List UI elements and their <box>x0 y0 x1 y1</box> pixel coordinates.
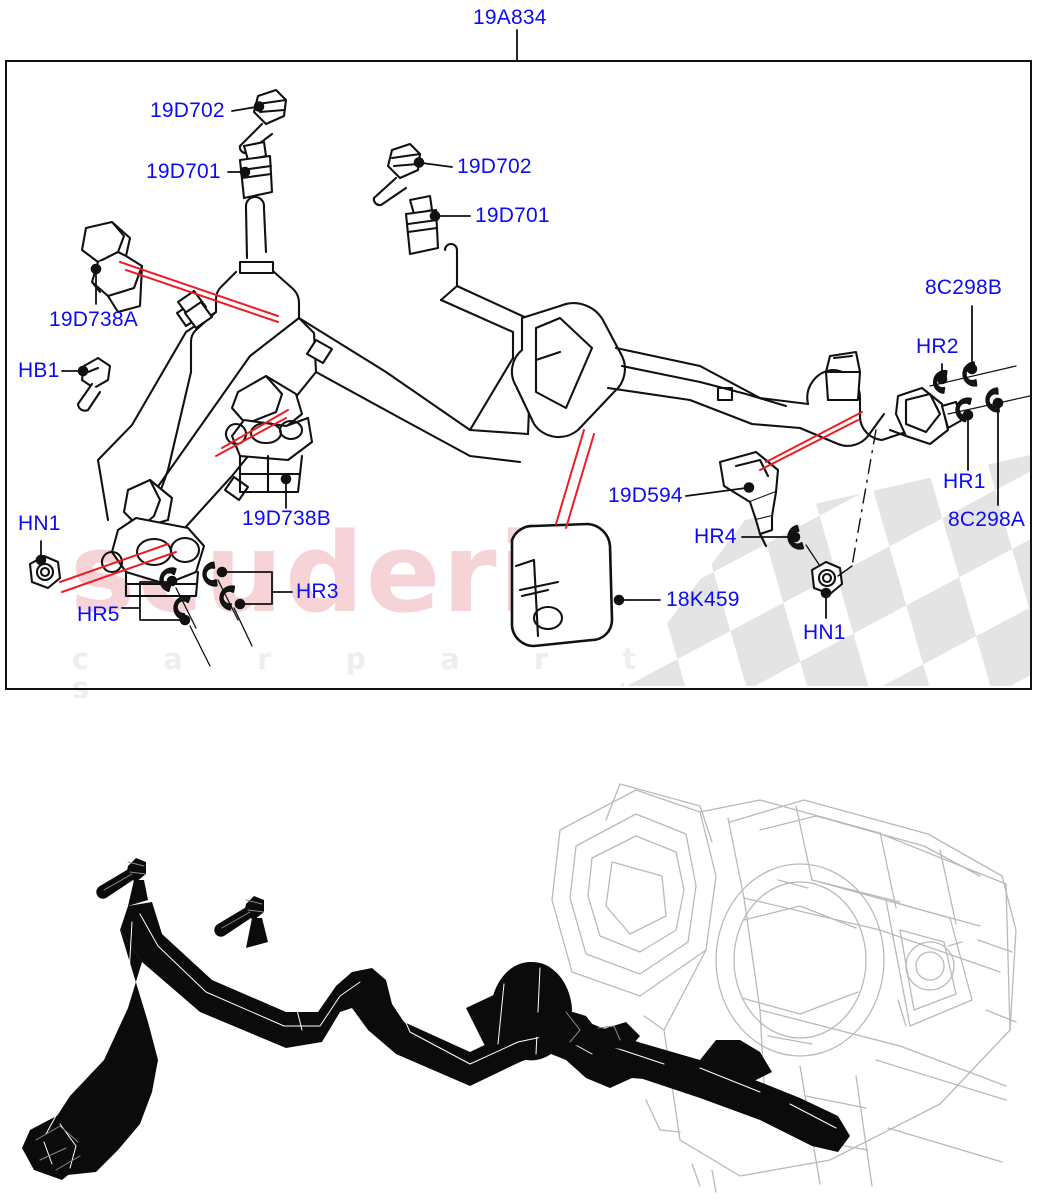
callout-hb1: HB1 <box>18 359 60 382</box>
clip-19d738a-installed <box>176 289 214 330</box>
pipe-upper-run <box>96 270 301 526</box>
pipe-right-run <box>606 346 810 430</box>
callout-19d702-right: 19D702 <box>457 155 532 178</box>
hvac-case-outline <box>551 783 1017 1193</box>
callout-18k459: 18K459 <box>666 588 740 611</box>
callout-hr4: HR4 <box>694 525 737 548</box>
callout-19d738a: 19D738A <box>49 308 138 331</box>
nut-hn1-right-part <box>810 560 844 596</box>
leader-hn1-right-short <box>837 565 853 577</box>
leader-lines <box>35 29 1004 667</box>
callout-19d702-left: 19D702 <box>150 99 225 122</box>
callout-19d594: 19D594 <box>608 484 683 507</box>
callout-8c298b: 8C298B <box>925 276 1003 299</box>
callout-8c298a: 8C298A <box>948 508 1026 531</box>
callout-19d738b: 19D738B <box>242 507 331 530</box>
grommet-18k459-part <box>510 522 614 648</box>
callout-hr1: HR1 <box>943 470 986 493</box>
connector-19d702-right <box>372 142 422 207</box>
pipe-center-pad <box>510 302 626 439</box>
pipe-right-ubend <box>798 350 908 447</box>
callout-19d701-right: 19D701 <box>475 204 550 227</box>
callout-hr3: HR3 <box>296 580 339 603</box>
section-divider <box>5 688 1032 690</box>
highlight-leaders <box>59 261 863 593</box>
pipe-lower-stub <box>698 380 788 408</box>
callout-hn1-right: HN1 <box>803 621 846 644</box>
connector-19d701-left <box>238 140 274 200</box>
callout-hn1-left: HN1 <box>18 512 61 535</box>
hose-assembly-silhouette <box>22 858 850 1180</box>
hose-tip-at-hvac <box>520 1008 640 1050</box>
pipe-left-stub <box>238 195 275 275</box>
connector-19d701-right <box>404 194 440 256</box>
clip-19d738b-part <box>224 374 314 494</box>
hose-connector-details <box>35 861 265 1171</box>
pipe-end-fitting <box>888 386 964 446</box>
callout-19a834: 19A834 <box>473 6 547 29</box>
valve-block-lower-left <box>100 478 206 598</box>
clip-19d738a-part <box>80 220 144 314</box>
callout-hr5: HR5 <box>77 603 120 626</box>
pipe-diagonal-right <box>189 316 530 464</box>
centre-axis-hn1-right <box>851 429 877 567</box>
bolt-hb1-part <box>76 356 112 412</box>
callout-19d701-left: 19D701 <box>146 160 221 183</box>
callout-hr2: HR2 <box>916 335 959 358</box>
watermark-tagline: c a r p a r t s <box>72 642 669 705</box>
